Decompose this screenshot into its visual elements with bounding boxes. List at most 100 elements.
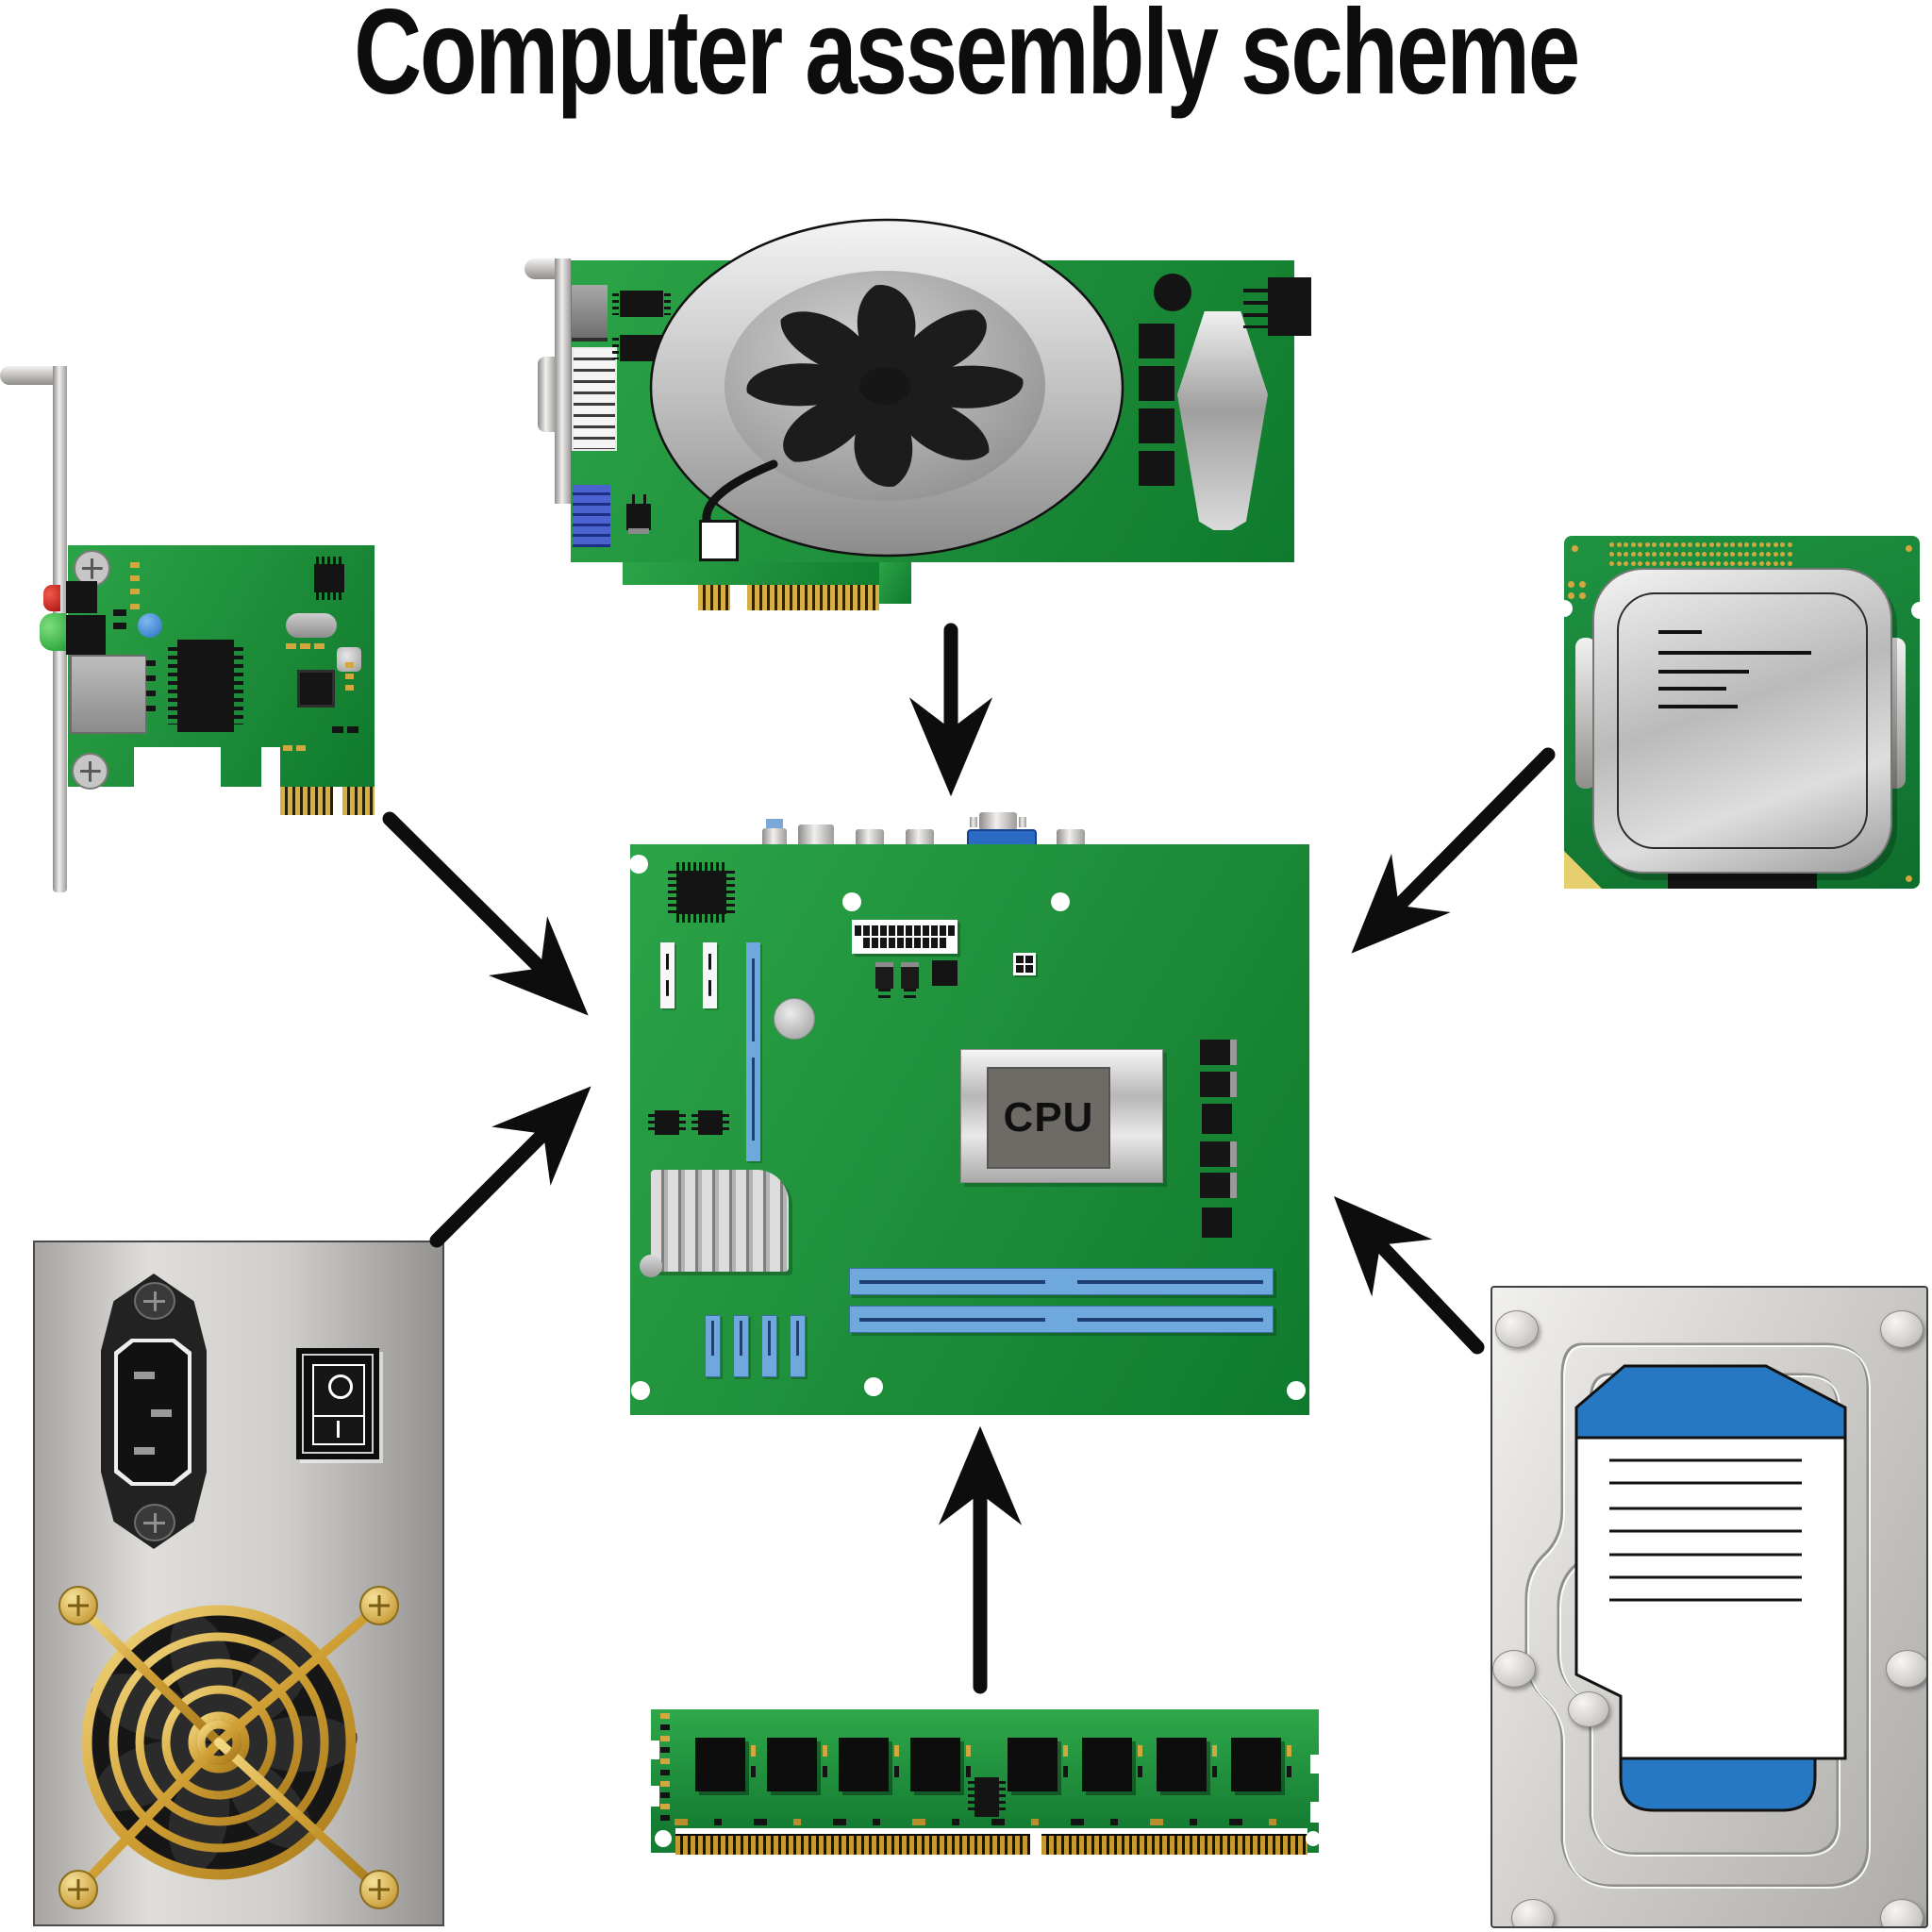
metal-can: [337, 647, 361, 672]
solder-pad: [283, 745, 292, 751]
ram-chip: [910, 1738, 960, 1791]
sata-port: [705, 1315, 721, 1377]
chip-pins: [664, 293, 671, 315]
ram-bottom-pad: [952, 1819, 959, 1825]
red-led: [43, 585, 60, 611]
trace-pad: [966, 1766, 971, 1777]
ram-chip: [1082, 1738, 1132, 1791]
cpu-gold-dot: [1680, 561, 1686, 566]
cpu-gold-dot: [1758, 552, 1764, 557]
trace-pad: [1138, 1766, 1142, 1777]
ic-chip: [1202, 1104, 1232, 1134]
solder-pad: [130, 604, 140, 609]
port-cap: [766, 819, 783, 830]
capacitor-blue: [138, 613, 162, 638]
cpu-gold-dot: [1780, 542, 1786, 547]
ram-bottom-pad: [912, 1819, 925, 1825]
solder-pad: [130, 575, 140, 581]
cpu-gold-dot: [1658, 561, 1664, 566]
c14-pin: [134, 1372, 155, 1379]
cpu-gold-dot: [1773, 542, 1778, 547]
ram-pin-strip: [675, 1834, 1030, 1855]
trace-pad: [1063, 1766, 1068, 1777]
screw-icon: [1511, 1899, 1555, 1926]
solder-pad: [146, 660, 156, 666]
trace-pad: [1212, 1745, 1217, 1757]
sata-port: [733, 1315, 749, 1377]
solder-pad: [345, 662, 354, 668]
ram-bottom-pad: [1071, 1819, 1084, 1825]
screw-icon: [1495, 1310, 1539, 1348]
solder-pad: [146, 675, 156, 681]
transistor: [901, 962, 919, 989]
nic-chip: [177, 640, 234, 732]
screw-icon: [1886, 1650, 1926, 1688]
cpu-gold-dot: [1694, 552, 1700, 557]
capacitor: [1154, 274, 1191, 311]
cpu-gold-dot: [1787, 561, 1792, 566]
solder-pad: [286, 643, 296, 649]
hdd-cover-contours: [1524, 1342, 1871, 1889]
cpu-gold-dot: [1616, 552, 1622, 557]
cpu-socket: CPU: [960, 1049, 1163, 1183]
ram-edge-pad: [660, 1815, 670, 1821]
atx-power-connector: [852, 920, 958, 954]
chip-pins: [648, 1114, 655, 1132]
chip-pins: [612, 293, 619, 315]
cpu-gold-dot: [1744, 561, 1750, 566]
cpu-gold-dot: [1708, 542, 1714, 547]
trace-pad: [1212, 1766, 1217, 1777]
cpu-gold-dot: [1787, 542, 1792, 547]
trace-pad: [894, 1766, 899, 1777]
cpu-gold-dot: [1609, 552, 1614, 557]
cpu-gold-dot: [1673, 552, 1678, 557]
mounting-hole: [655, 1830, 672, 1847]
power-switch: [296, 1348, 379, 1459]
cpu-marking-line: [1658, 687, 1726, 691]
mounting-hole: [631, 1381, 650, 1400]
cpu-marking-line: [1658, 651, 1811, 655]
solder-pad: [345, 685, 354, 691]
chip-pins: [668, 871, 676, 914]
ram-bottom-pad: [1150, 1819, 1163, 1825]
transistor-pin: [643, 494, 646, 504]
cpu-gold-dot: [1680, 552, 1686, 557]
chip-pins: [691, 1114, 698, 1132]
pcb-cut: [134, 747, 221, 787]
bracket-tab: [0, 366, 66, 385]
cpu-gold-dot: [1744, 542, 1750, 547]
ic-chip: [1202, 1208, 1232, 1238]
cpu-gold-dot: [1673, 542, 1678, 547]
ram-edge-pad: [660, 1770, 670, 1775]
hdmi-port: [573, 485, 610, 547]
vga-connector-top: [979, 812, 1017, 830]
cpu-gold-dot: [1702, 561, 1707, 566]
mounting-hole: [864, 1377, 883, 1396]
cpu-gold-dot: [1624, 552, 1629, 557]
c14-pin: [151, 1409, 172, 1417]
ram-chip: [1231, 1738, 1281, 1791]
solder-pad: [347, 726, 358, 733]
mobo-heatsink: [651, 1170, 789, 1272]
eeprom-chip: [314, 564, 344, 592]
ram-edge-pad: [660, 1724, 670, 1730]
cpu-marking-line: [1658, 630, 1702, 634]
cpu-gold-dot: [1758, 561, 1764, 566]
gpu-pcb-step: [623, 562, 908, 585]
cpu-gold-dot: [1723, 561, 1728, 566]
transistor: [626, 504, 651, 530]
ram-edge-pad: [660, 1792, 670, 1798]
gpu-pcb-tab: [879, 562, 911, 604]
bracket-bar: [555, 258, 571, 504]
ram-bottom-pad: [793, 1819, 801, 1825]
ram-edge-pad: [660, 1781, 670, 1787]
ram-chip: [839, 1738, 889, 1791]
ram-bottom-pad: [714, 1819, 722, 1825]
ram-bottom-pad: [1110, 1819, 1118, 1825]
solder-pad: [146, 691, 156, 696]
transistor-base: [628, 528, 649, 534]
trace-pad: [1138, 1745, 1142, 1757]
chip-pins: [612, 338, 619, 359]
cpu-gold-dot: [1638, 542, 1643, 547]
trace-pad: [823, 1745, 827, 1757]
